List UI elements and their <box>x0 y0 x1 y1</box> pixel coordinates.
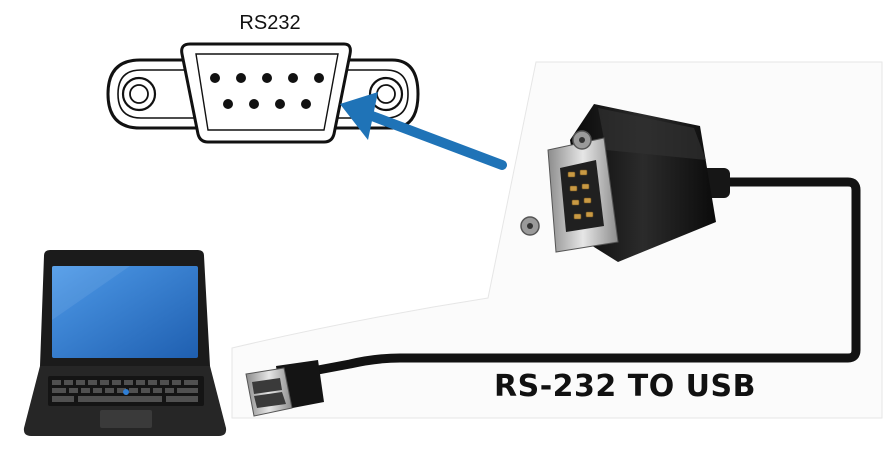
usb-plug-icon <box>245 360 324 417</box>
db9-pin-holes <box>210 73 324 109</box>
db9-connector-icon <box>106 42 420 144</box>
pointer-arrow-icon <box>340 92 507 170</box>
serial-adapter-icon <box>520 104 730 262</box>
cable-label: RS-232 TO USB <box>494 369 756 404</box>
connector-title: RS232 <box>239 12 300 34</box>
laptop-icon <box>23 250 227 436</box>
usb-cable <box>313 177 861 375</box>
